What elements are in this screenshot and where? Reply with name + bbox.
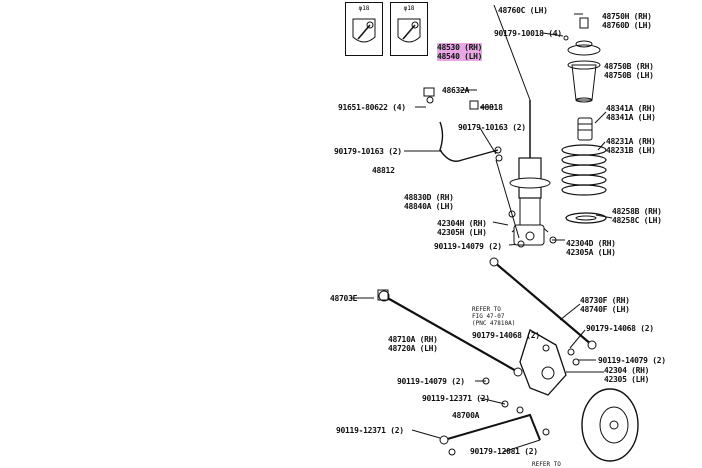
part-number: 48341A (RH)	[606, 104, 656, 113]
part-number: 48720A (LH)	[388, 344, 438, 353]
symbol-box-1: φ18	[345, 2, 383, 56]
refer-note-line: FIG 47-07	[472, 313, 505, 320]
part-number: 48730F (RH)	[580, 296, 630, 305]
part-label[interactable]: 90119-12371 (2)	[336, 426, 404, 435]
part-number: 48750B (LH)	[604, 71, 654, 80]
part-number: 48530 (RH)	[437, 43, 483, 52]
part-label[interactable]: 90119-14079 (2)	[434, 242, 502, 251]
part-label-pair[interactable]: 48750B (RH) 48750B (LH)	[604, 62, 654, 80]
refer-note-line: REFER TO	[472, 306, 501, 313]
part-label[interactable]: 90179-10018 (4)	[494, 29, 562, 38]
part-label[interactable]: 48818	[480, 103, 503, 112]
part-label-pair[interactable]: 48730F (RH) 48740F (LH)	[580, 296, 630, 314]
part-number: 42305A (LH)	[566, 248, 616, 257]
part-label[interactable]: 90179-14068 (2)	[472, 331, 540, 340]
symbol-box-2: φ18	[390, 2, 428, 56]
part-number: 48750H (RH)	[602, 12, 652, 21]
part-number: 48740F (LH)	[580, 305, 630, 314]
part-number: 48840A (LH)	[404, 202, 454, 211]
part-label-pair[interactable]: 42304D (RH) 42305A (LH)	[566, 239, 616, 257]
part-label[interactable]: 91651-80622 (4)	[338, 103, 406, 112]
part-label-pair[interactable]: 48341A (RH) 48341A (LH)	[606, 104, 656, 122]
part-number: 48830D (RH)	[404, 193, 454, 202]
part-number: 48750B (RH)	[604, 62, 654, 71]
refer-note-line: (PNC 47810A)	[472, 320, 516, 327]
part-label-pair-highlighted[interactable]: 48530 (RH) 48540 (LH)	[437, 43, 482, 61]
part-label[interactable]: 48632A	[442, 86, 470, 95]
symbol-box-1-label: φ18	[358, 5, 370, 12]
part-label[interactable]: 90179-10163 (2)	[458, 123, 526, 132]
part-label[interactable]: 90179-10163 (2)	[334, 147, 402, 156]
refer-note[interactable]: REFER TO FIG 47-07 (PNC 47810A)	[472, 306, 515, 327]
part-label-pair[interactable]: 48750H (RH) 48760D (LH)	[602, 12, 652, 30]
part-number: 48231A (RH)	[606, 137, 656, 146]
part-number: 48231B (LH)	[606, 146, 656, 155]
part-label-pair[interactable]: 48231A (RH) 48231B (LH)	[606, 137, 656, 155]
symbol-box-2-label: φ18	[403, 5, 415, 12]
refer-note-line: REFER TO	[532, 461, 561, 468]
part-label[interactable]: 48703E	[330, 294, 358, 303]
part-label[interactable]: 90179-14068 (2)	[586, 324, 654, 333]
part-number: 42304H (RH)	[437, 219, 487, 228]
part-label-pair[interactable]: 48258B (RH) 48258C (LH)	[612, 207, 662, 225]
part-label-pair[interactable]: 42304 (RH) 42305 (LH)	[604, 366, 649, 384]
part-number: 42305 (LH)	[604, 375, 650, 384]
part-number: 48760D (LH)	[602, 21, 652, 30]
part-label[interactable]: 90179-12081 (2)	[470, 447, 538, 456]
part-number: 48258C (LH)	[612, 216, 662, 225]
part-number: 42305H (LH)	[437, 228, 487, 237]
part-label-pair[interactable]: 42304H (RH) 42305H (LH)	[437, 219, 487, 237]
wrench-shield-icon	[397, 18, 421, 43]
part-label[interactable]: 90119-14079 (2)	[397, 377, 465, 386]
part-number: 48258B (RH)	[612, 207, 662, 216]
part-label[interactable]: 48812	[372, 166, 395, 175]
part-label[interactable]: 48700A	[452, 411, 480, 420]
part-number: 48341A (LH)	[606, 113, 656, 122]
part-number: 42304D (RH)	[566, 239, 616, 248]
part-number: 48540 (LH)	[437, 52, 483, 61]
refer-note-bottom[interactable]: REFER TO	[532, 461, 561, 468]
part-label[interactable]: 90119-12371 (2)	[422, 394, 490, 403]
part-number: 42304 (RH)	[604, 366, 650, 375]
part-label-pair[interactable]: 48830D (RH) 48840A (LH)	[404, 193, 454, 211]
part-label[interactable]: 90119-14079 (2)	[598, 356, 666, 365]
part-label[interactable]: 48760C (LH)	[498, 6, 548, 15]
wrench-shield-icon	[352, 18, 376, 43]
part-label-pair[interactable]: 48710A (RH) 48720A (LH)	[388, 335, 438, 353]
part-number: 48710A (RH)	[388, 335, 438, 344]
